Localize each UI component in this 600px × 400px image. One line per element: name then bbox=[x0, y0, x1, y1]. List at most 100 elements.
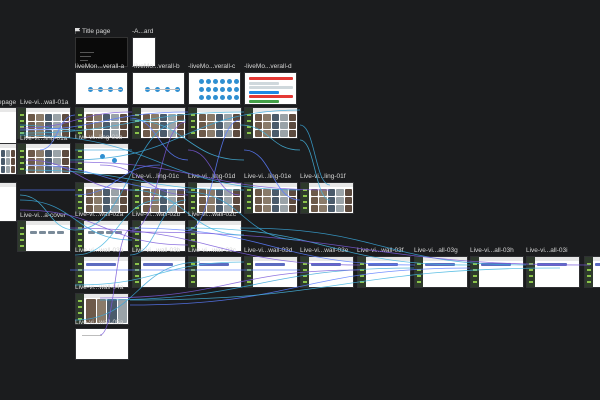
frame-lv-wall-03d[interactable] bbox=[244, 256, 298, 288]
frame-label[interactable]: -A...ard bbox=[132, 28, 153, 36]
video-thumbnail bbox=[263, 130, 271, 137]
frame-label-text: Live-vi...all-03i bbox=[526, 247, 568, 254]
frame-label[interactable]: Live-vi...wall-03a bbox=[75, 247, 123, 255]
frame-title-page[interactable] bbox=[75, 37, 128, 67]
frame-label[interactable]: Live-vi...wall-01a bbox=[20, 99, 68, 107]
frame-lv-ling-01e[interactable] bbox=[244, 182, 298, 214]
frame-label[interactable]: Live-vi...wall-02a bbox=[75, 211, 123, 219]
frame-label-text: Live-vi...wall-02a bbox=[75, 211, 124, 218]
frame-label[interactable]: Live-vi...ling-01c bbox=[132, 173, 179, 181]
frame-lv-ling-01c-a[interactable] bbox=[75, 182, 129, 214]
sidebar-tick bbox=[191, 281, 195, 283]
frame-label[interactable]: Live-vi...all-03g bbox=[414, 247, 458, 255]
frame-lv-ling-01c[interactable] bbox=[132, 182, 186, 214]
frame-sidebar bbox=[471, 257, 479, 287]
frame-lv-left-1[interactable] bbox=[0, 143, 17, 175]
frame-label[interactable]: liveMon...verall-a bbox=[75, 63, 124, 71]
frame-label[interactable]: Title page bbox=[74, 27, 110, 36]
frame-label[interactable]: Live-vi...ling-01f bbox=[300, 173, 346, 181]
sidebar-tick bbox=[191, 233, 195, 235]
video-thumbnail bbox=[224, 197, 232, 204]
frame-lv-wall-03b[interactable] bbox=[132, 256, 186, 288]
video-thumbnail bbox=[1, 150, 5, 157]
connector-line bbox=[145, 89, 179, 90]
frame-topbar bbox=[141, 108, 185, 112]
video-thumbnail bbox=[36, 114, 44, 121]
status-dot bbox=[199, 87, 204, 92]
frame-lm-overall-d[interactable] bbox=[244, 72, 297, 105]
frame-label[interactable]: Live-vi...wall-04a bbox=[75, 284, 123, 292]
frame-label[interactable]: Live-vi...ling-01d bbox=[188, 173, 235, 181]
frame-label[interactable]: Live-vi...ling-01e bbox=[244, 173, 291, 181]
video-thumbnail bbox=[224, 130, 232, 137]
frame-label[interactable]: Live-vi...wall-03d bbox=[244, 247, 292, 255]
video-thumbnail bbox=[119, 189, 127, 196]
frame-lm-overall-b[interactable] bbox=[132, 72, 185, 105]
frame-lv-wall-03f[interactable] bbox=[357, 256, 411, 288]
video-thumbnail bbox=[143, 130, 151, 137]
frame-topbar bbox=[253, 108, 297, 112]
frame-label[interactable]: Live-vi...wall-03b bbox=[132, 247, 180, 255]
frame-sidebar bbox=[76, 183, 84, 213]
toolbar-strip bbox=[368, 263, 398, 266]
frame-lv-all-03h[interactable] bbox=[470, 256, 524, 288]
frame-lv-ling-01d[interactable] bbox=[188, 182, 242, 214]
frame-lv-ling-01a[interactable] bbox=[17, 143, 71, 175]
frame-label[interactable]: -liveMo...verall-d bbox=[244, 63, 292, 71]
frame-lv-a-cover[interactable] bbox=[17, 220, 71, 252]
toolbar-strip bbox=[86, 263, 116, 266]
video-thumbnail bbox=[327, 205, 336, 212]
frame-lv-wall-01a-4[interactable] bbox=[188, 107, 242, 139]
frame-topbar bbox=[26, 108, 70, 112]
frame-label[interactable]: Live-vi...ling-01a bbox=[20, 135, 67, 143]
frame-label[interactable]: -liveMo...verall-c bbox=[188, 63, 235, 71]
frame-label[interactable]: Live-vi...wall-03c bbox=[188, 247, 236, 255]
video-thumbnail bbox=[288, 130, 296, 137]
frame-label[interactable]: Live-vi...ling-01b bbox=[75, 134, 122, 142]
frame-a-ard[interactable] bbox=[132, 37, 156, 67]
video-thumbnail bbox=[207, 130, 215, 137]
frame-label[interactable]: Live-vi...wall-02b bbox=[132, 211, 180, 219]
frame-label[interactable]: Live-vi...wall-05a bbox=[75, 319, 123, 327]
frame-label[interactable]: Live-vi...wall-03e bbox=[300, 247, 348, 255]
frame-lv-right-edge[interactable] bbox=[584, 256, 600, 288]
frame-sidebar bbox=[358, 257, 366, 287]
video-thumbnail bbox=[263, 205, 271, 212]
frame-lv-all-03i[interactable] bbox=[526, 256, 580, 288]
video-thumbnail bbox=[119, 122, 127, 129]
frame-lv-wall-05a[interactable] bbox=[75, 328, 129, 360]
sidebar-tick bbox=[191, 201, 195, 203]
frame-label[interactable]: Live-vi...wall-02c bbox=[188, 211, 236, 219]
frame-lv-left-2[interactable] bbox=[0, 182, 17, 222]
frame-lv-ling-01f[interactable] bbox=[300, 182, 354, 214]
sidebar-tick bbox=[473, 281, 477, 283]
frame-lv-wall-03e[interactable] bbox=[300, 256, 354, 288]
video-thumbnail bbox=[94, 197, 102, 204]
list-row bbox=[249, 90, 279, 94]
status-dot bbox=[213, 95, 218, 100]
frame-lv-wall-01a-5[interactable] bbox=[244, 107, 298, 139]
frame-label[interactable]: Live-vi...all-03i bbox=[526, 247, 568, 255]
toolbar-strip bbox=[425, 263, 455, 266]
frame-lv-all-03g[interactable] bbox=[414, 256, 468, 288]
frame-label[interactable]: Live-vi...a-cover bbox=[20, 212, 66, 220]
video-thumbnail bbox=[6, 150, 10, 157]
frame-lv-ling-01b[interactable] bbox=[75, 143, 129, 175]
video-thumbnail bbox=[28, 158, 36, 165]
video-thumbnail bbox=[319, 197, 327, 204]
video-thumbnail bbox=[94, 114, 102, 121]
video-thumbnail bbox=[176, 114, 184, 121]
frame-lv-wall-03c[interactable] bbox=[188, 256, 242, 288]
frame-label[interactable]: Live-vi...all-03h bbox=[470, 247, 514, 255]
frame-lm-overall-c[interactable] bbox=[188, 72, 241, 105]
frame-lv-wall-01a-3[interactable] bbox=[132, 107, 186, 139]
video-thumbnail bbox=[263, 122, 271, 129]
frame-lm-overall-a[interactable] bbox=[75, 72, 128, 105]
frame-label[interactable]: Live-vi...wall-03f bbox=[357, 247, 404, 255]
sidebar-tick bbox=[191, 189, 195, 191]
sidebar-tick bbox=[247, 195, 251, 197]
connector-line bbox=[88, 89, 122, 90]
frame-label[interactable]: -liveMo...verall-b bbox=[132, 63, 180, 71]
